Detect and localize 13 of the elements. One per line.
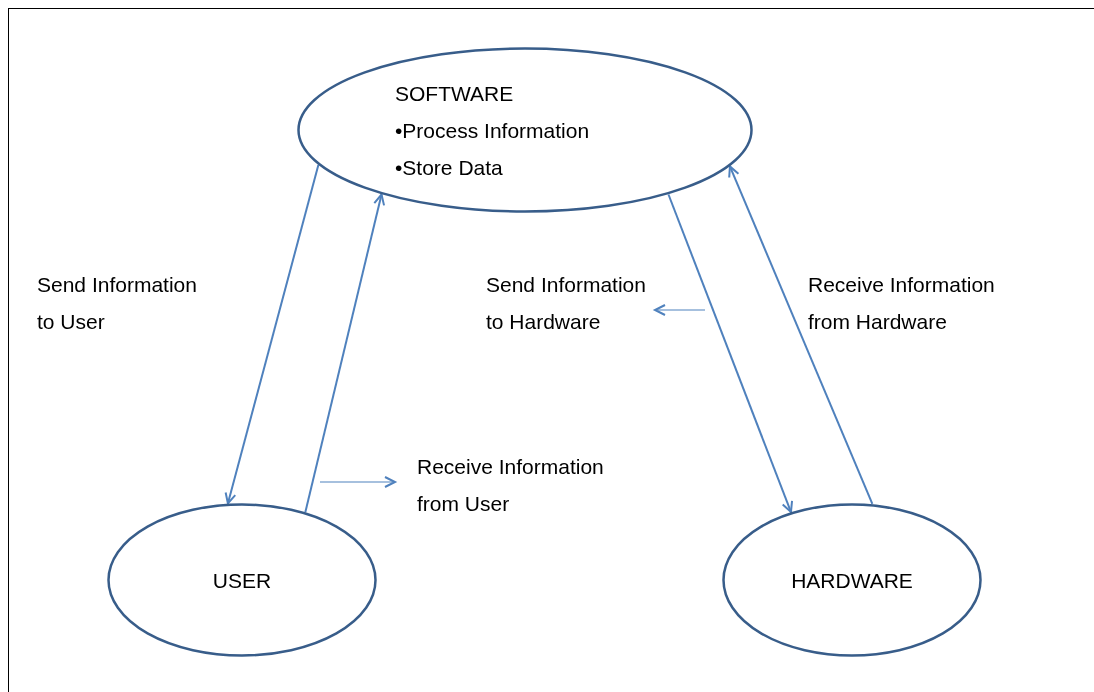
edge-label: Send Information to Hardware [486, 272, 647, 335]
edge-label: Receive Information from Hardware [808, 272, 996, 335]
edge-label: Send Information to User [37, 272, 198, 335]
node-text: •Store Data [395, 154, 503, 181]
arrow [667, 193, 794, 513]
edge-label: Receive Information from User [417, 454, 605, 517]
node-text: •Process Information [395, 117, 590, 144]
arrow [728, 165, 874, 505]
arrow [304, 193, 386, 513]
node-text: SOFTWARE [395, 80, 514, 107]
node-text: HARDWARE [791, 567, 913, 594]
arrow [224, 164, 320, 505]
node-text: USER [212, 567, 272, 594]
